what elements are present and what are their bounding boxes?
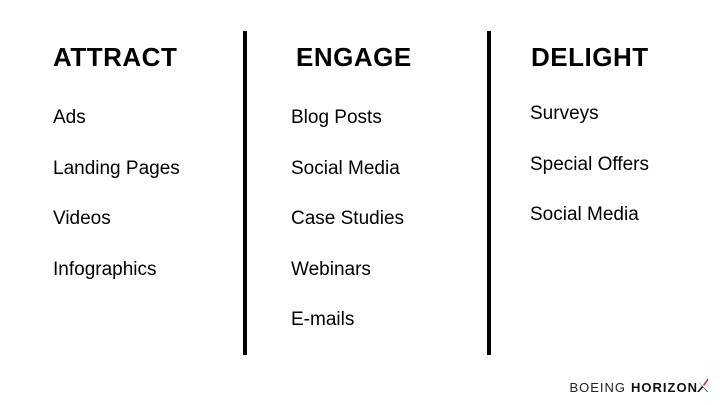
delight-list: Surveys Special Offers Social Media — [530, 100, 649, 252]
list-item: Blog Posts — [291, 107, 382, 128]
engage-list: Blog Posts Social Media Case Studies Web… — [291, 104, 404, 357]
list-item: Infographics — [53, 258, 157, 280]
x-mark-icon — [697, 378, 708, 392]
logo-word-horizon: HORIZON — [631, 380, 698, 395]
x-accent-stroke — [703, 378, 708, 386]
column-divider — [487, 31, 491, 355]
list-item: Landing Pages — [53, 157, 180, 179]
column-heading-attract: ATTRACT — [53, 42, 178, 72]
list-item: Webinars — [291, 258, 371, 280]
column-heading-engage: ENGAGE — [296, 42, 412, 72]
boeing-horizonx-logo: BOEING HORIZON — [569, 376, 708, 395]
list-item: Special Offers — [530, 153, 649, 175]
column-divider — [243, 31, 247, 355]
list-item: Surveys — [530, 103, 599, 124]
list-item: Social Media — [291, 157, 400, 179]
list-item: E-mails — [291, 309, 355, 330]
list-item: Case Studies — [291, 208, 405, 229]
column-heading-delight: DELIGHT — [531, 42, 649, 72]
logo-word-boeing: BOEING — [569, 380, 627, 395]
list-item: Ads — [53, 107, 86, 128]
list-item: Social Media — [530, 204, 639, 225]
attract-list: Ads Landing Pages Videos Infographics — [53, 104, 180, 306]
list-item: Videos — [53, 208, 111, 229]
